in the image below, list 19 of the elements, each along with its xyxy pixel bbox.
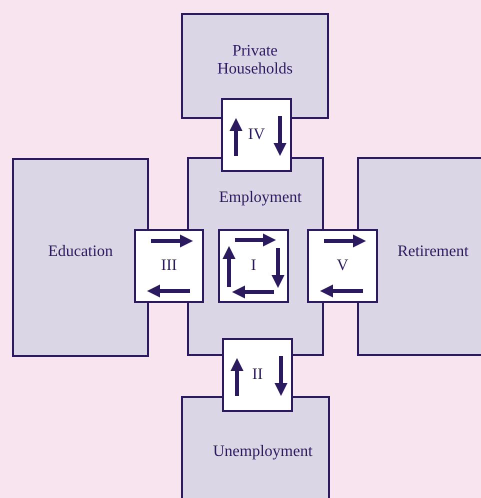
sector-label: Education <box>47 242 114 262</box>
sector-label: Employment <box>218 188 303 208</box>
transition-label: II <box>251 366 264 384</box>
sector-box <box>12 158 149 357</box>
sector-box <box>181 13 329 119</box>
transition-box <box>134 229 204 303</box>
transition-box <box>218 229 289 303</box>
transition-label: III <box>160 256 178 276</box>
transition-box <box>307 229 378 303</box>
transition-box <box>221 98 292 172</box>
sector-label: Retirement <box>396 242 470 262</box>
transition-box <box>222 338 293 412</box>
sector-label: Unemployment <box>212 442 314 462</box>
sector-box <box>181 396 330 498</box>
transition-label: I <box>250 256 258 276</box>
sector-label: Private Households <box>216 42 294 80</box>
transition-label: V <box>336 256 350 276</box>
transition-label: IV <box>247 126 266 144</box>
sector-box <box>357 157 481 356</box>
